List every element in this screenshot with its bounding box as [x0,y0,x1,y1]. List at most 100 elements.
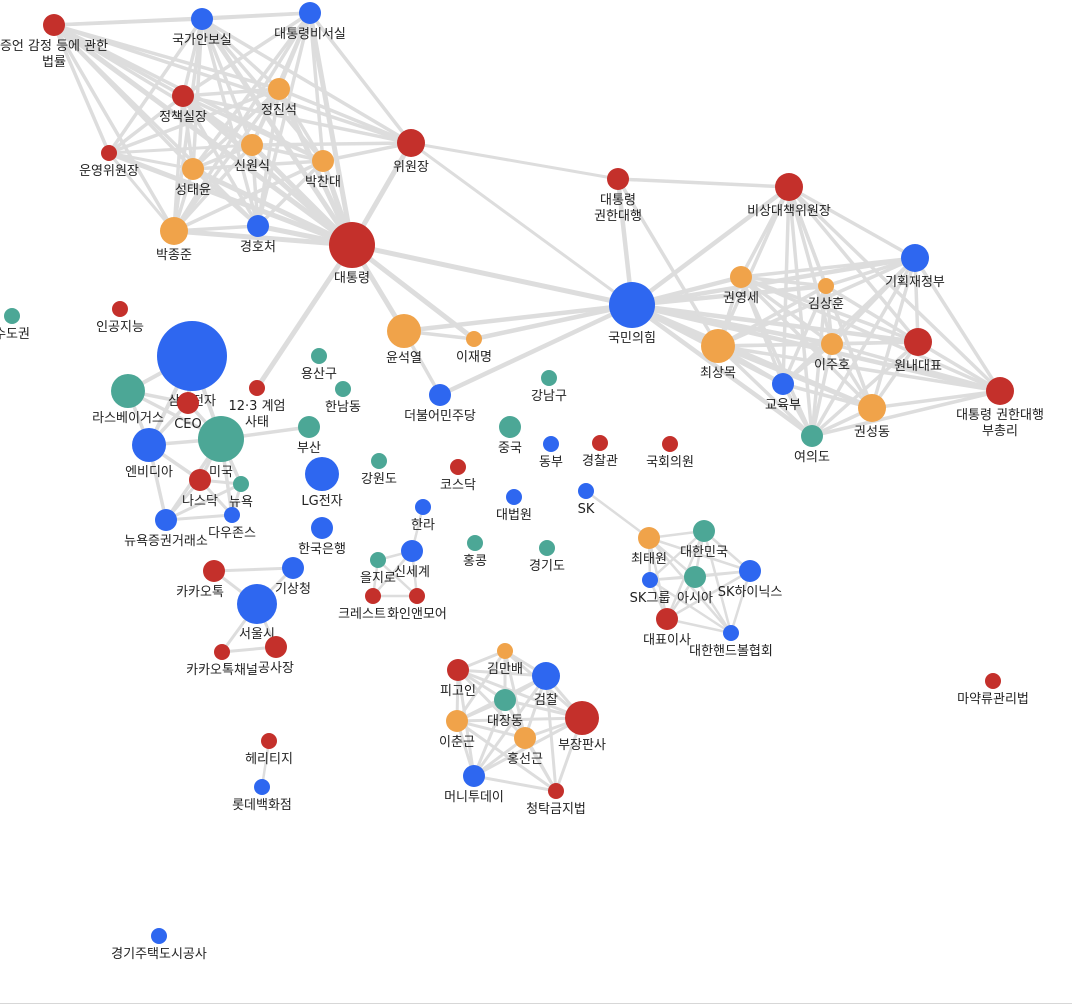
node-circle[interactable] [254,779,270,795]
node-circle[interactable] [818,278,834,294]
node-n13[interactable]: 대통령 [329,222,375,286]
node-circle[interactable] [592,435,608,451]
node-circle[interactable] [429,384,451,406]
node-n5[interactable]: 정책실장 [159,85,207,125]
node-n56[interactable]: 한국은행 [298,517,346,557]
node-circle[interactable] [312,150,334,172]
node-circle[interactable] [311,517,333,539]
node-n32[interactable]: 용산구 [301,348,337,382]
node-circle[interactable] [985,673,1001,689]
node-circle[interactable] [986,377,1014,405]
node-n2[interactable]: 국가안보실 [172,8,232,48]
node-n47[interactable]: 뉴욕 [229,476,253,510]
node-circle[interactable] [397,129,425,157]
node-circle[interactable] [191,8,213,30]
node-n64[interactable]: 기상청 [275,557,311,597]
node-n36[interactable]: CEO [174,392,202,432]
node-n45[interactable]: 국회의원 [646,436,694,470]
node-circle[interactable] [311,348,327,364]
node-n77[interactable]: 검찰 [532,662,560,708]
node-n71[interactable]: 대표이사 [643,608,691,648]
node-circle[interactable] [151,928,167,944]
node-circle[interactable] [723,625,739,641]
node-circle[interactable] [305,457,339,491]
node-circle[interactable] [282,557,304,579]
node-n37[interactable]: 더불어민주당 [404,384,476,424]
node-n9[interactable]: 위원장 [393,129,429,175]
node-circle[interactable] [446,710,468,732]
node-circle[interactable] [656,608,678,630]
node-n65[interactable]: 서울시 [237,584,277,642]
node-n26[interactable]: 여의도 [794,425,830,465]
node-circle[interactable] [329,222,375,268]
node-circle[interactable] [177,392,199,414]
node-n17[interactable]: 권영세 [723,266,759,306]
node-circle[interactable] [539,540,555,556]
node-n3[interactable]: 대통령비서실 [274,2,346,42]
node-n81[interactable]: 홍선근 [507,727,543,767]
node-circle[interactable] [506,489,522,505]
node-circle[interactable] [548,783,564,799]
node-n70[interactable]: SK하이닉스 [718,560,783,600]
node-circle[interactable] [701,329,735,363]
node-n19[interactable]: 국민의힘 [608,282,656,346]
node-n25[interactable]: 권성동 [854,394,890,440]
node-circle[interactable] [450,459,466,475]
node-n18[interactable]: 김상훈 [808,278,844,312]
node-circle[interactable] [901,244,929,272]
node-circle[interactable] [224,507,240,523]
node-circle[interactable] [730,266,752,288]
node-circle[interactable] [775,173,803,201]
node-circle[interactable] [370,552,386,568]
node-n40[interactable]: 엔비디아 [125,428,173,480]
node-circle[interactable] [233,476,249,492]
node-circle[interactable] [365,588,381,604]
node-circle[interactable] [578,483,594,499]
node-n22[interactable]: 최상목 [700,329,736,381]
node-circle[interactable] [203,560,225,582]
node-circle[interactable] [155,509,177,531]
node-circle[interactable] [609,282,655,328]
node-circle[interactable] [241,134,263,156]
node-circle[interactable] [157,321,227,391]
node-circle[interactable] [4,308,20,324]
node-circle[interactable] [409,588,425,604]
node-n85[interactable]: 청탁금지법 [526,783,586,817]
node-n21[interactable]: 원내대표 [894,328,942,374]
node-circle[interactable] [401,540,423,562]
node-circle[interactable] [198,416,244,462]
node-n67[interactable]: 화인앤모어 [387,588,447,622]
node-n57[interactable]: 최태원 [631,527,667,567]
node-n41[interactable]: 부산 [297,416,321,456]
node-circle[interactable] [499,416,521,438]
node-circle[interactable] [43,14,65,36]
node-circle[interactable] [662,436,678,452]
node-circle[interactable] [801,425,823,447]
node-n27[interactable]: 수도권 [0,308,30,342]
node-n53[interactable]: 대법원 [496,489,532,523]
node-circle[interactable] [247,215,269,237]
node-circle[interactable] [160,217,188,245]
node-n6[interactable]: 운영위원장 [79,145,139,179]
node-n44[interactable]: 경찰관 [582,435,618,469]
node-n63[interactable]: 카카오톡 [176,560,225,600]
node-circle[interactable] [858,394,886,422]
node-n4[interactable]: 정진석 [261,78,297,118]
node-n31[interactable]: 이재명 [456,331,492,365]
node-circle[interactable] [415,499,431,515]
node-n30[interactable]: 윤석열 [386,314,422,366]
node-circle[interactable] [541,370,557,386]
node-n59[interactable]: 홍콩 [463,535,487,569]
node-n74[interactable]: 공사장 [258,636,294,676]
node-circle[interactable] [466,331,482,347]
node-n33[interactable]: 한남동 [325,381,361,415]
node-n82[interactable]: 마약류관리법 [957,673,1029,707]
node-circle[interactable] [335,381,351,397]
node-n28[interactable]: 인공지능 [96,301,144,335]
node-circle[interactable] [299,2,321,24]
node-circle[interactable] [904,328,932,356]
node-circle[interactable] [111,374,145,408]
node-n43[interactable]: 동부 [539,436,563,470]
node-n54[interactable]: SK [578,483,595,517]
